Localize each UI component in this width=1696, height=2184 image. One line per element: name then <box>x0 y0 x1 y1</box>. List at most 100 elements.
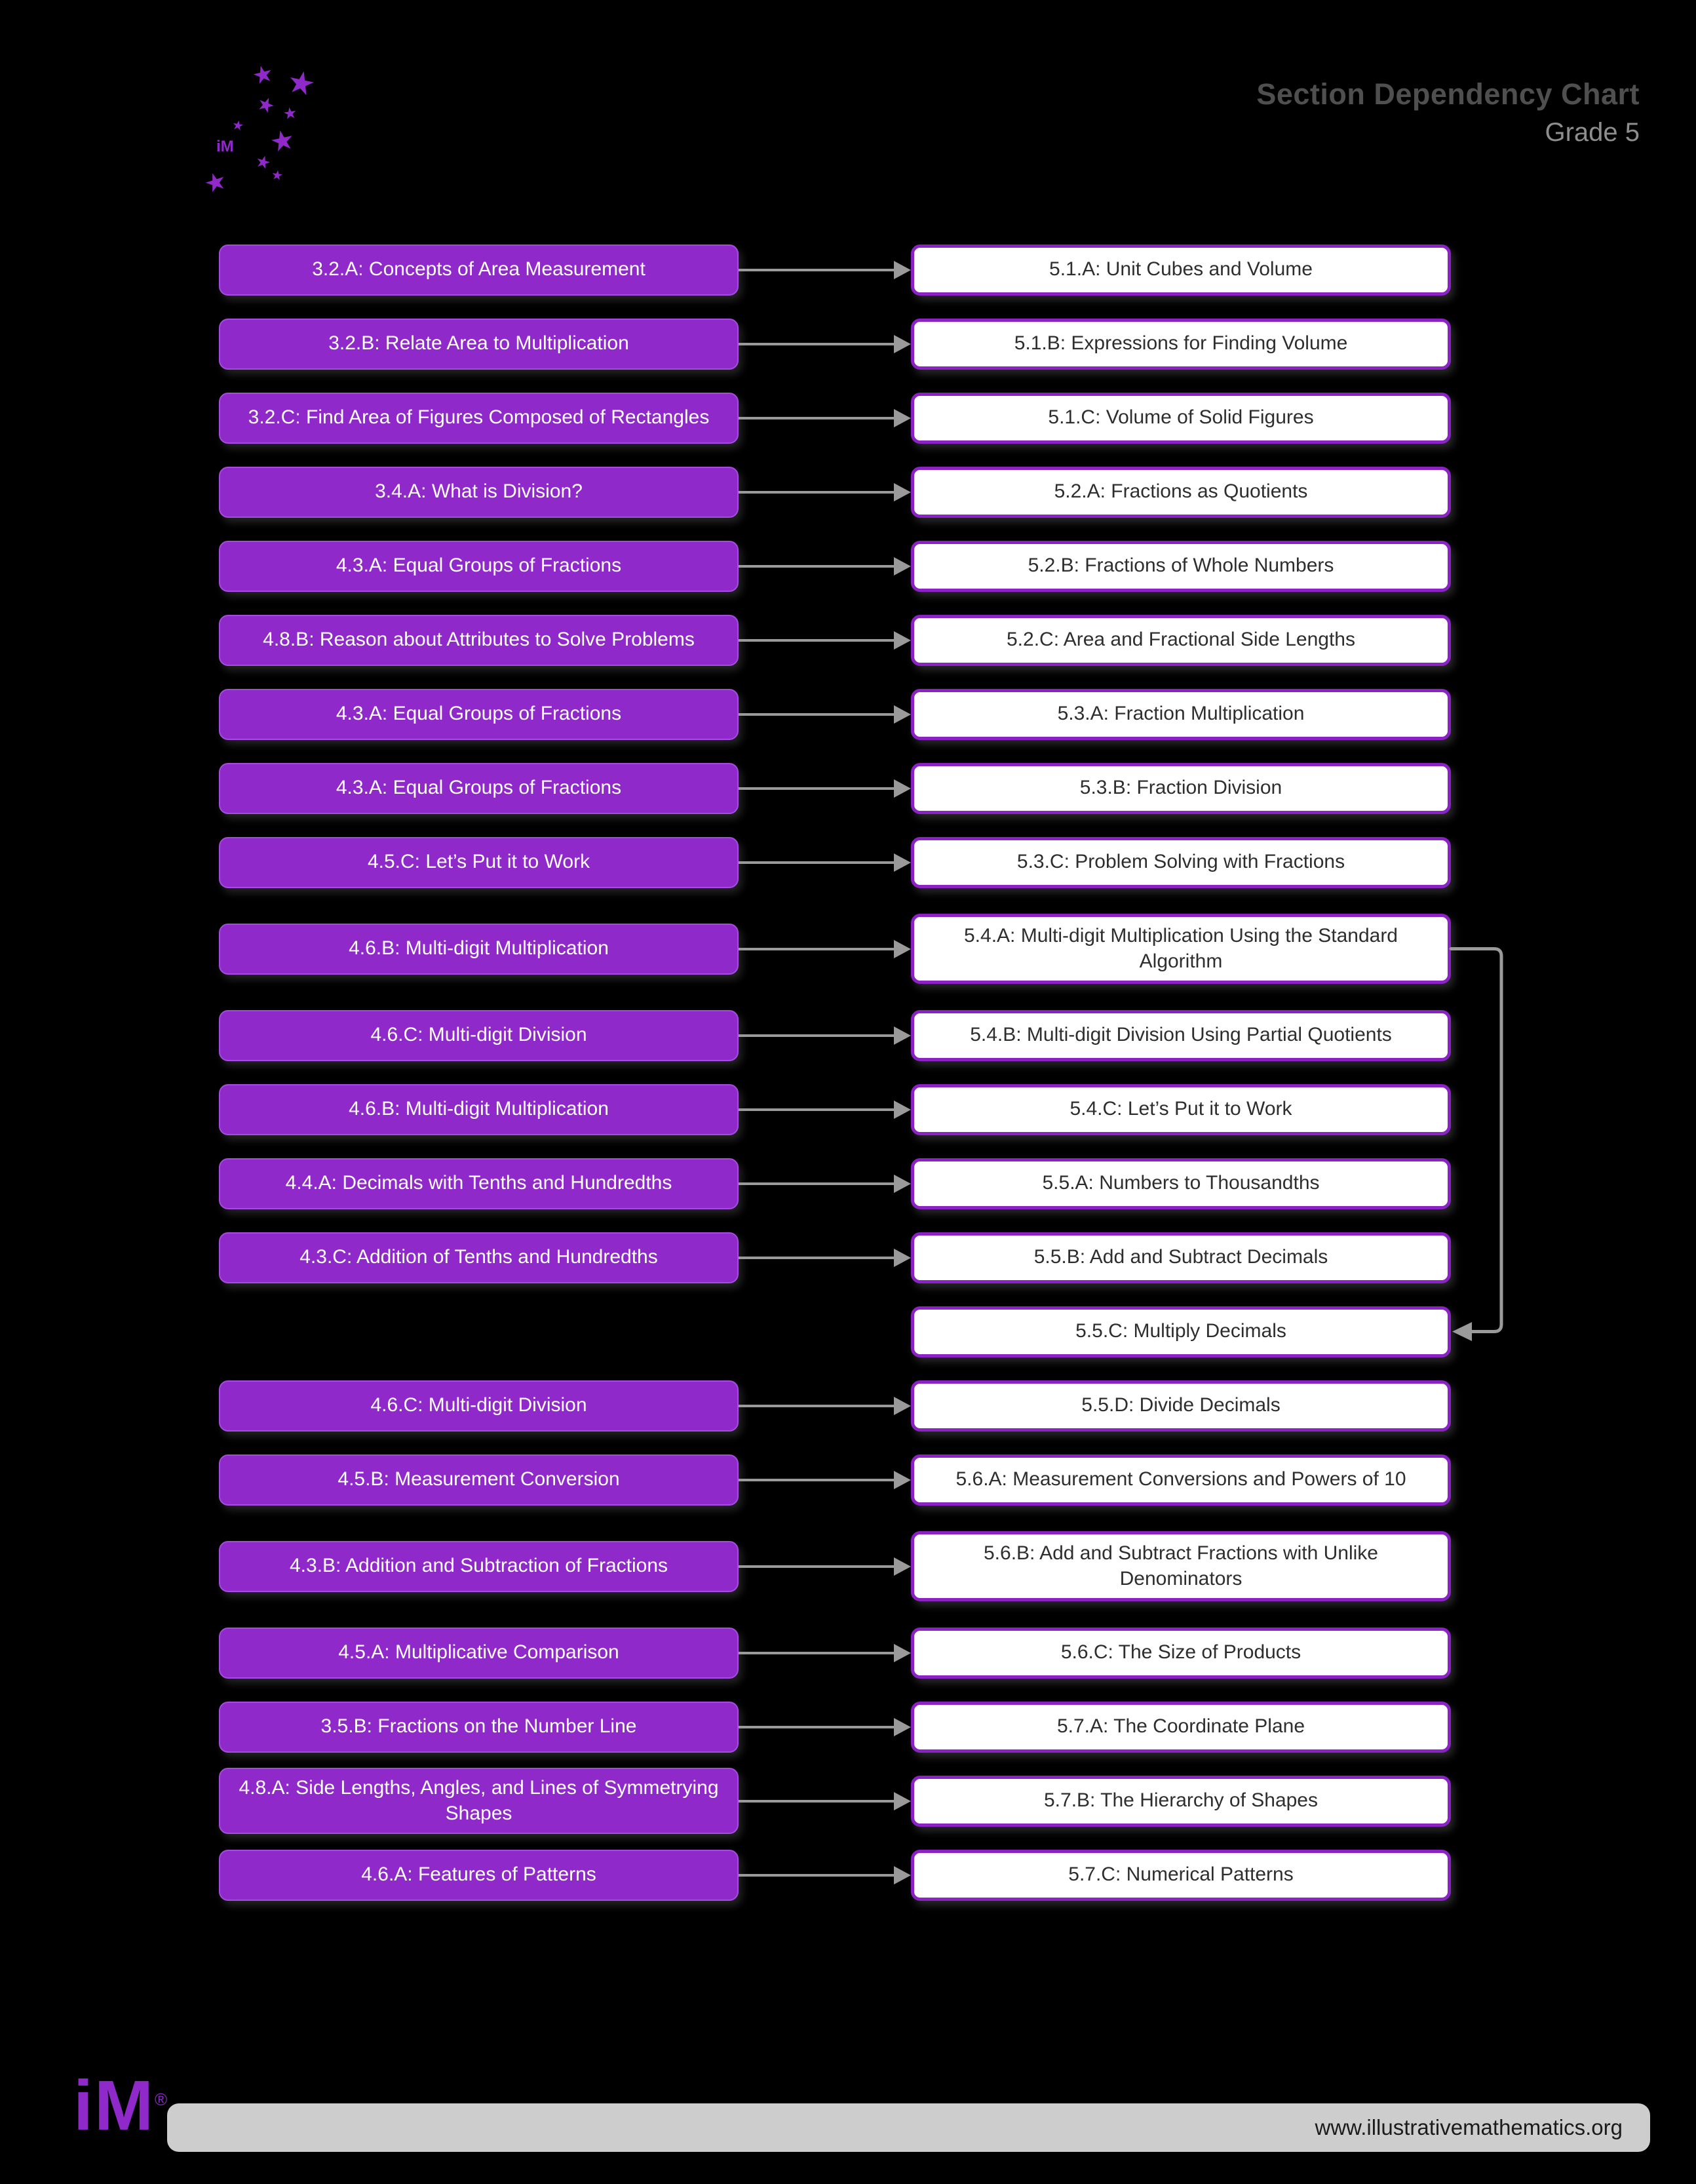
target-box: 5.7.A: The Coordinate Plane <box>911 1701 1451 1753</box>
arrow-head-icon <box>894 260 911 279</box>
target-box-label: 5.4.B: Multi-digit Division Using Partia… <box>970 1024 1392 1046</box>
footer-url[interactable]: www.illustrativemathematics.org <box>1315 2115 1623 2139</box>
source-box: 4.3.A: Equal Groups of Fractions <box>219 762 739 814</box>
dependency-row: 4.3.A: Equal Groups of Fractions 5.3.B: … <box>0 751 1696 825</box>
dependency-row: 4.6.C: Multi-digit Division 5.5.D: Divid… <box>0 1369 1696 1443</box>
arrow-line <box>739 1725 894 1728</box>
source-box-label: 4.8.B: Reason about Attributes to Solve … <box>263 629 695 651</box>
target-box-label: 5.7.B: The Hierarchy of Shapes <box>1043 1789 1318 1812</box>
source-box: 4.3.A: Equal Groups of Fractions <box>219 688 739 740</box>
source-box: 3.2.A: Concepts of Area Measurement <box>219 244 739 296</box>
dependency-row: 3.4.A: What is Division? 5.2.A: Fraction… <box>0 455 1696 529</box>
arrow-line <box>739 1478 894 1481</box>
im-stars-logo: ★ ★ ★ ★ ★ ★ ★ ★ ★ iM <box>190 51 347 202</box>
target-box: 5.2.C: Area and Fractional Side Lengths <box>911 614 1451 666</box>
source-box-label: 3.5.B: Fractions on the Number Line <box>320 1715 637 1738</box>
source-box-label: 3.2.B: Relate Area to Multiplication <box>328 332 629 355</box>
arrow-line <box>739 787 894 790</box>
arrow-connector <box>739 260 911 279</box>
arrow-connector <box>739 556 911 575</box>
arrow-head-icon <box>894 408 911 427</box>
target-box: 5.6.C: The Size of Products <box>911 1627 1451 1679</box>
dependency-row: 3.2.B: Relate Area to Multiplication 5.1… <box>0 307 1696 381</box>
target-box-label: 5.1.C: Volume of Solid Figures <box>1048 406 1314 429</box>
arrow-line <box>739 638 894 642</box>
dependency-row: 4.3.B: Addition and Subtraction of Fract… <box>0 1517 1696 1616</box>
arrow-line <box>739 1404 894 1407</box>
arrow-line <box>739 1651 894 1654</box>
im-logo-text: iM <box>73 2065 155 2145</box>
arrow-head-icon <box>894 631 911 650</box>
target-box: 5.1.C: Volume of Solid Figures <box>911 392 1451 444</box>
arrow-head-icon <box>894 1248 911 1267</box>
source-box-label: 3.2.C: Find Area of Figures Composed of … <box>248 406 710 429</box>
source-box: 3.4.A: What is Division? <box>219 466 739 518</box>
star-icon: ★ <box>253 150 273 174</box>
registered-mark-icon: ® <box>154 2090 169 2109</box>
source-box: 4.6.B: Multi-digit Multiplication <box>219 1083 739 1135</box>
target-box: 5.1.A: Unit Cubes and Volume <box>911 244 1451 296</box>
arrow-head-icon <box>894 853 911 872</box>
target-box: 5.3.B: Fraction Division <box>911 762 1451 814</box>
target-box-label: 5.7.A: The Coordinate Plane <box>1056 1715 1305 1738</box>
dependency-row: 4.3.A: Equal Groups of Fractions 5.2.B: … <box>0 529 1696 603</box>
star-icon: ★ <box>231 117 245 134</box>
arrow-head-icon <box>894 1174 911 1193</box>
target-box: 5.5.A: Numbers to Thousandths <box>911 1158 1451 1209</box>
im-logo: iM® <box>73 2070 168 2141</box>
arrow-line <box>739 947 894 950</box>
target-box: 5.7.C: Numerical Patterns <box>911 1849 1451 1901</box>
arrow-head-icon <box>894 1396 911 1415</box>
target-box: 5.5.B: Add and Subtract Decimals <box>911 1232 1451 1283</box>
dependency-row: 4.3.C: Addition of Tenths and Hundredths… <box>0 1220 1696 1295</box>
arrow-head-icon <box>894 939 911 958</box>
arrow-head-icon <box>894 1557 911 1576</box>
target-box-label: 5.6.A: Measurement Conversions and Power… <box>955 1468 1406 1491</box>
arrow-head-icon <box>894 1470 911 1489</box>
dependency-row: 4.3.A: Equal Groups of Fractions 5.3.A: … <box>0 677 1696 751</box>
arrow-connector <box>739 1717 911 1736</box>
arrow-connector <box>739 1470 911 1489</box>
target-box-label: 5.2.B: Fractions of Whole Numbers <box>1028 555 1334 577</box>
dependency-row: 4.5.B: Measurement Conversion 5.6.A: Mea… <box>0 1443 1696 1517</box>
source-box-label: 4.4.A: Decimals with Tenths and Hundredt… <box>285 1172 672 1194</box>
source-box-label: 4.3.A: Equal Groups of Fractions <box>336 777 622 799</box>
arrow-connector <box>739 853 911 872</box>
arrow-connector <box>739 1026 911 1045</box>
arrow-connector <box>739 779 911 798</box>
arrow-line <box>739 342 894 345</box>
source-box: 4.4.A: Decimals with Tenths and Hundredt… <box>219 1158 739 1209</box>
dependency-row: 3.5.B: Fractions on the Number Line 5.7.… <box>0 1690 1696 1764</box>
target-box: 5.4.A: Multi-digit Multiplication Using … <box>911 914 1451 984</box>
star-icon: ★ <box>282 104 299 124</box>
target-box-label: 5.6.C: The Size of Products <box>1060 1641 1301 1664</box>
dependency-row: 4.8.B: Reason about Attributes to Solve … <box>0 603 1696 677</box>
target-box-label: 5.4.C: Let’s Put it to Work <box>1070 1098 1292 1120</box>
arrow-head-icon <box>894 1717 911 1736</box>
target-box-label: 5.3.C: Problem Solving with Fractions <box>1016 851 1345 873</box>
source-box: 4.6.A: Features of Patterns <box>219 1849 739 1901</box>
star-icon: ★ <box>284 64 319 104</box>
dependency-chart: 3.2.A: Concepts of Area Measurement 5.1.… <box>0 233 1696 1912</box>
target-box: 5.2.A: Fractions as Quotients <box>911 466 1451 518</box>
dependency-row: 4.8.A: Side Lengths, Angles, and Lines o… <box>0 1764 1696 1838</box>
footer-bar: www.illustrativemathematics.org <box>167 2103 1650 2152</box>
target-box: 5.3.A: Fraction Multiplication <box>911 688 1451 740</box>
dependency-row: 3.2.A: Concepts of Area Measurement 5.1.… <box>0 233 1696 307</box>
arrow-line <box>739 268 894 271</box>
target-box: 5.2.B: Fractions of Whole Numbers <box>911 540 1451 592</box>
source-box: 4.3.B: Addition and Subtraction of Fract… <box>219 1540 739 1592</box>
dependency-row: 4.5.C: Let’s Put it to Work 5.3.C: Probl… <box>0 825 1696 899</box>
target-box: 5.6.B: Add and Subtract Fractions with U… <box>911 1531 1451 1601</box>
source-box-label: 4.6.A: Features of Patterns <box>361 1863 596 1886</box>
source-box-label: 4.3.A: Equal Groups of Fractions <box>336 555 622 577</box>
arrow-head-icon <box>894 334 911 353</box>
source-box-label: 4.3.C: Addition of Tenths and Hundredths <box>299 1246 658 1268</box>
dependency-row: 4.5.A: Multiplicative Comparison 5.6.C: … <box>0 1616 1696 1690</box>
dependency-row: 4.6.A: Features of Patterns 5.7.C: Numer… <box>0 1838 1696 1912</box>
source-box: 4.6.C: Multi-digit Division <box>219 1009 739 1061</box>
star-icon: ★ <box>253 92 279 119</box>
arrow-head-icon <box>894 1100 911 1119</box>
dependency-row: 4.6.C: Multi-digit Division 5.4.B: Multi… <box>0 998 1696 1072</box>
